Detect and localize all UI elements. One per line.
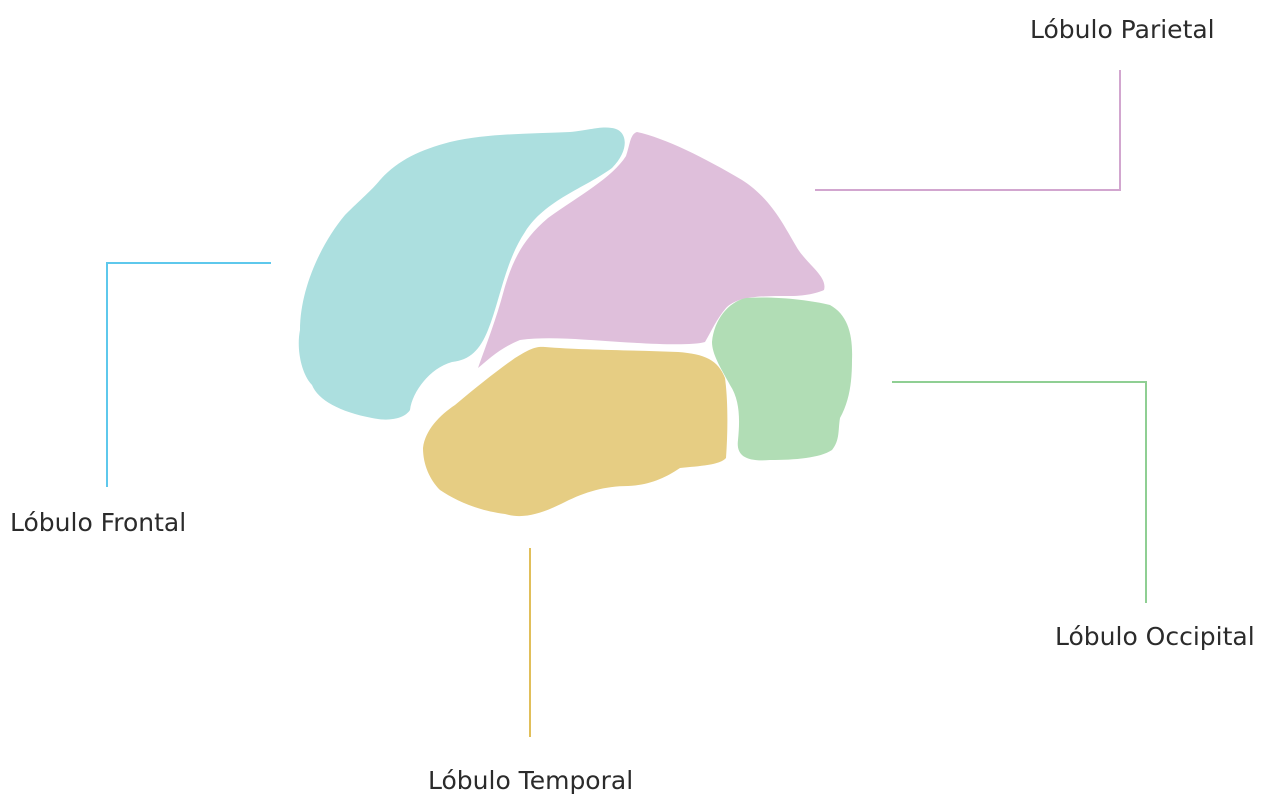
occipital-lobe bbox=[712, 297, 853, 461]
frontal-leader-line bbox=[106, 262, 271, 487]
frontal-lobe-label: Lóbulo Frontal bbox=[10, 508, 187, 537]
parietal-lobe-label: Lóbulo Parietal bbox=[1030, 15, 1215, 44]
parietal-lobe bbox=[478, 132, 825, 368]
frontal-lobe bbox=[298, 127, 625, 420]
temporal-lobe bbox=[423, 346, 728, 517]
occipital-leader-line bbox=[892, 381, 1147, 603]
temporal-lobe-label: Lóbulo Temporal bbox=[428, 766, 634, 795]
occipital-lobe-label: Lóbulo Occipital bbox=[1055, 622, 1255, 651]
parietal-leader-line bbox=[815, 70, 1121, 191]
